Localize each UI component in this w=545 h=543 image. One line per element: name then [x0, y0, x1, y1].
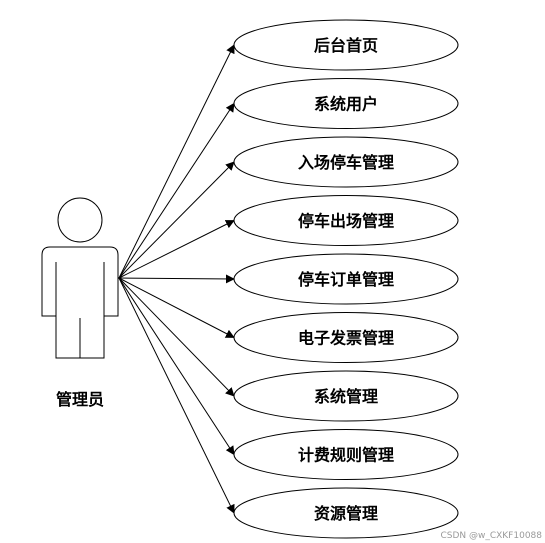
use-case[interactable]: 系统管理	[233, 370, 459, 422]
use-case[interactable]: 后台首页	[233, 19, 459, 71]
association-arrow	[118, 102, 235, 279]
use-case[interactable]: 入场停车管理	[233, 136, 459, 188]
use-case-label: 停车订单管理	[298, 270, 394, 289]
association-arrow	[118, 277, 235, 514]
watermark: CSDN @w_CXKF10088	[440, 531, 542, 541]
association-arrow	[118, 220, 235, 279]
use-case-ellipse[interactable]	[233, 370, 459, 422]
association-arrow	[118, 274, 235, 284]
use-case-label: 系统管理	[314, 387, 378, 406]
association-arrow	[118, 161, 235, 279]
use-case-ellipse[interactable]	[233, 312, 459, 363]
use-case-label: 资源管理	[314, 504, 378, 523]
association-arrow	[118, 277, 235, 397]
use-case-label: 入场停车管理	[298, 153, 394, 172]
use-case-ellipse[interactable]	[233, 19, 459, 71]
use-case-ellipse[interactable]	[233, 195, 459, 246]
use-case-ellipse[interactable]	[233, 78, 459, 129]
use-case-label: 停车出场管理	[298, 212, 394, 231]
actor-label: 管理员	[56, 390, 104, 409]
use-case-group: 后台首页系统用户入场停车管理停车出场管理停车订单管理电子发票管理系统管理计费规则…	[233, 19, 459, 539]
use-case-ellipse[interactable]	[233, 253, 459, 305]
use-case-label: 系统用户	[314, 95, 378, 114]
use-case[interactable]: 系统用户	[233, 78, 459, 129]
use-case-label: 后台首页	[314, 36, 378, 55]
actor-figure	[41, 197, 119, 359]
association-edges	[118, 44, 235, 514]
association-arrow	[118, 44, 235, 279]
use-case-label: 计费规则管理	[298, 446, 394, 465]
use-case[interactable]: 计费规则管理	[233, 429, 459, 480]
association-arrow	[118, 277, 235, 456]
use-case-ellipse[interactable]	[233, 487, 459, 539]
association-arrow	[118, 277, 235, 338]
use-case[interactable]: 电子发票管理	[233, 312, 459, 363]
use-case-ellipse[interactable]	[233, 136, 459, 188]
actor-body	[41, 246, 119, 359]
use-case-label: 电子发票管理	[298, 329, 394, 348]
use-case-ellipse[interactable]	[233, 429, 459, 480]
use-case[interactable]: 停车出场管理	[233, 195, 459, 246]
actor-head	[57, 197, 103, 243]
use-case[interactable]: 停车订单管理	[233, 253, 459, 305]
use-case[interactable]: 资源管理	[233, 487, 459, 539]
